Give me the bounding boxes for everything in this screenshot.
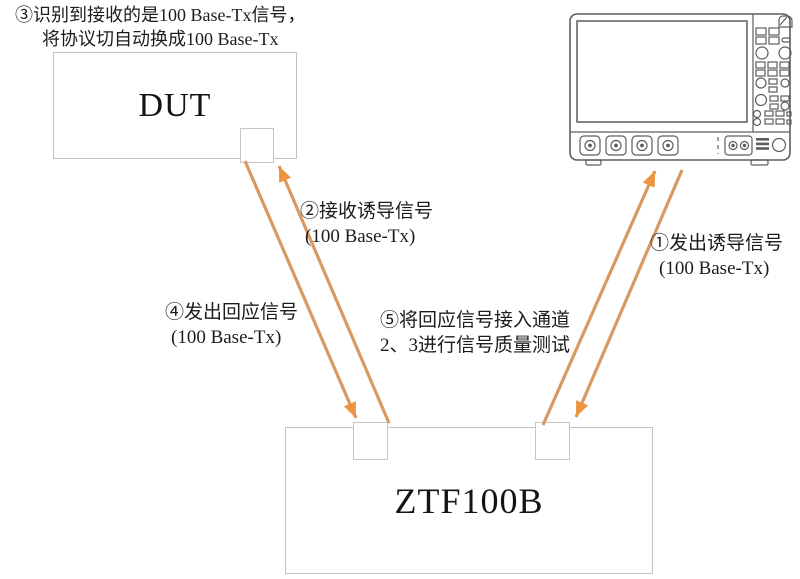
scope-body bbox=[569, 13, 791, 166]
scope-foot-left bbox=[585, 159, 602, 166]
scope-bnc-channel-3 bbox=[631, 135, 653, 156]
note-step4-line2: (100 Base-Tx) bbox=[171, 327, 282, 348]
scope-knob bbox=[755, 46, 769, 60]
scope-control-panel bbox=[752, 27, 792, 127]
scope-bnc-channel-1 bbox=[579, 135, 601, 156]
note-step5-line2: 2、3进行信号质量测试 bbox=[380, 335, 571, 356]
dut-port bbox=[240, 128, 274, 163]
dut-box: DUT bbox=[53, 52, 297, 159]
note-step2-line2: (100 Base-Tx) bbox=[305, 226, 416, 247]
note-step3-line2: 将协议切自动换成100 Base-Tx bbox=[42, 29, 279, 49]
scope-knob bbox=[755, 77, 767, 89]
note-step2: ②接收诱导信号 (100 Base-Tx) bbox=[300, 199, 433, 249]
note-step3-line1: ③识别到接收的是100 Base-Tx信号， bbox=[15, 5, 306, 25]
ztf100b-label: ZTF100B bbox=[394, 480, 544, 521]
scope-knob bbox=[778, 46, 792, 60]
note-step4: ④发出回应信号 (100 Base-Tx) bbox=[165, 300, 298, 350]
note-step3: ③识别到接收的是100 Base-Tx信号， 将协议切自动换成100 Base-… bbox=[15, 3, 305, 51]
note-step5-line1: ⑤将回应信号接入通道 bbox=[380, 310, 571, 331]
note-step2-line1: ②接收诱导信号 bbox=[300, 201, 434, 222]
scope-input-row bbox=[579, 135, 787, 156]
scope-bnc-channel-4 bbox=[657, 135, 679, 156]
scope-screen bbox=[576, 20, 748, 123]
scope-aux-connector bbox=[724, 135, 753, 156]
scope-knob bbox=[780, 101, 790, 111]
note-step1: ①发出诱导信号 (100 Base-Tx) bbox=[650, 231, 783, 281]
scope-power-notch bbox=[778, 15, 793, 28]
scope-knob bbox=[754, 93, 768, 107]
ztf100b-port-right bbox=[535, 422, 570, 460]
note-step5: ⑤将回应信号接入通道 2、3进行信号质量测试 bbox=[380, 308, 570, 358]
ztf100b-port-left bbox=[353, 422, 388, 460]
oscilloscope-illustration bbox=[569, 13, 793, 166]
note-step1-line2: (100 Base-Tx) bbox=[659, 258, 770, 279]
note-step1-line1: ①发出诱导信号 bbox=[650, 233, 784, 254]
dut-label: DUT bbox=[138, 86, 212, 124]
scope-knob bbox=[780, 78, 790, 88]
arrow-step1-induce-down bbox=[574, 169, 684, 418]
ztf100b-box: ZTF100B bbox=[285, 427, 653, 574]
scope-bnc-channel-2 bbox=[605, 135, 627, 156]
arrow-step5-to-scope-up bbox=[541, 170, 657, 426]
scope-foot-right bbox=[750, 159, 769, 166]
note-step4-line1: ④发出回应信号 bbox=[165, 302, 299, 323]
scope-power-button bbox=[771, 137, 787, 153]
scope-vent-lines bbox=[756, 138, 769, 150]
